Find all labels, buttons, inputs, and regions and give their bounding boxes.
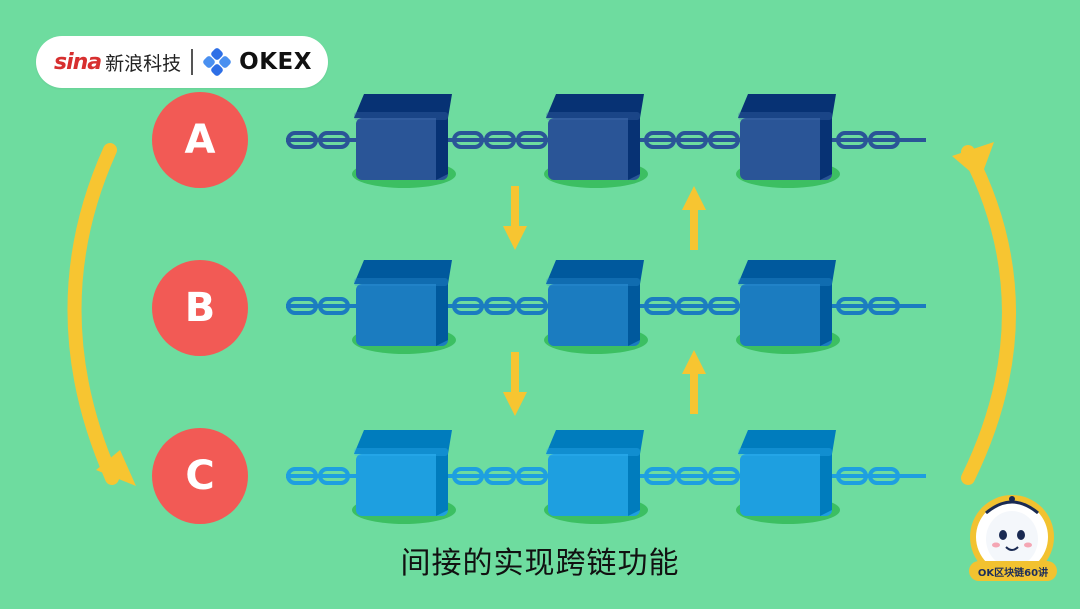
block-b-2 xyxy=(546,260,644,346)
chain-link-icon xyxy=(676,297,708,315)
mascot-icon xyxy=(966,493,1058,589)
chain-link-icon xyxy=(452,131,484,149)
chain-link-icon xyxy=(286,467,318,485)
chain-link-icon xyxy=(452,467,484,485)
chain-link-icon xyxy=(452,297,484,315)
arrow-b-to-a-up xyxy=(682,186,706,250)
chain-link-icon xyxy=(318,131,350,149)
brand-badge: sina 新浪科技 OKEX xyxy=(36,36,328,88)
chain-link-icon xyxy=(676,467,708,485)
chain-link-icon xyxy=(644,297,676,315)
chain-link-icon xyxy=(676,131,708,149)
row-label-a: A xyxy=(152,92,248,188)
chain-link-icon xyxy=(708,131,740,149)
block-c-3 xyxy=(738,430,836,516)
chain-link-icon xyxy=(836,297,868,315)
row-label-c: C xyxy=(152,428,248,524)
arrow-a-to-b-down xyxy=(503,186,527,250)
chain-link-icon xyxy=(708,297,740,315)
chain-row-a xyxy=(286,94,926,188)
block-a-3 xyxy=(738,94,836,180)
chain-link-icon xyxy=(516,297,548,315)
block-c-2 xyxy=(546,430,644,516)
chain-link-icon xyxy=(868,467,900,485)
block-c-1 xyxy=(354,430,452,516)
chain-link-icon xyxy=(516,131,548,149)
chain-link-icon xyxy=(644,131,676,149)
chain-link-icon xyxy=(868,131,900,149)
okex-logo-icon xyxy=(203,48,232,76)
chain-link-icon xyxy=(484,297,516,315)
chain-link-icon xyxy=(516,467,548,485)
chain-link-icon xyxy=(708,467,740,485)
sina-logo: sina xyxy=(54,49,102,75)
chain-link-icon xyxy=(484,131,516,149)
chain-link-icon xyxy=(836,467,868,485)
chain-link-icon xyxy=(286,297,318,315)
chain-row-c xyxy=(286,430,926,524)
block-a-2 xyxy=(546,94,644,180)
chain-link-icon xyxy=(318,297,350,315)
sina-tech-label: 新浪科技 xyxy=(105,52,182,75)
chain-link-icon xyxy=(644,467,676,485)
arrow-c-to-b-up xyxy=(682,350,706,414)
block-b-1 xyxy=(354,260,452,346)
chain-link-icon xyxy=(484,467,516,485)
subtitle-caption: 间接的实现跨链功能 xyxy=(400,546,680,581)
block-a-1 xyxy=(354,94,452,180)
arrow-b-to-c-down xyxy=(503,352,527,416)
chain-link-icon xyxy=(286,131,318,149)
mascot-ribbon: OK区块链60讲 xyxy=(969,561,1057,581)
chain-link-icon xyxy=(318,467,350,485)
chain-link-icon xyxy=(836,131,868,149)
okex-wordmark: OKEX xyxy=(239,49,312,75)
row-label-b: B xyxy=(152,260,248,356)
right-curved-arrow xyxy=(952,142,1016,485)
chain-link-icon xyxy=(868,297,900,315)
block-b-3 xyxy=(738,260,836,346)
left-curved-arrow xyxy=(67,143,136,486)
badge-divider xyxy=(191,49,194,75)
chain-row-b xyxy=(286,260,926,354)
